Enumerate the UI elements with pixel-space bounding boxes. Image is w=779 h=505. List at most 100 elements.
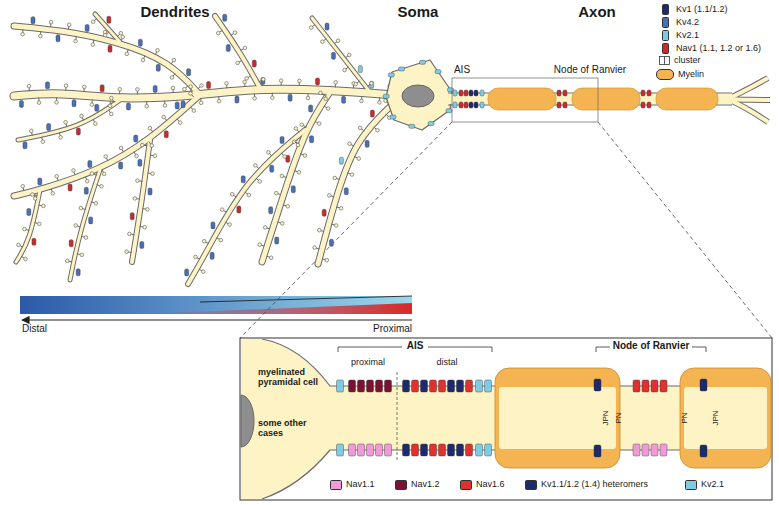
channel	[376, 444, 383, 456]
channel	[700, 445, 707, 457]
channel	[412, 444, 419, 456]
channel	[448, 444, 455, 456]
channel	[660, 444, 667, 456]
channel	[358, 66, 362, 73]
channel	[329, 239, 333, 246]
channel	[32, 238, 36, 245]
channel	[156, 64, 160, 71]
legend-swatch	[685, 480, 697, 490]
channel	[19, 100, 23, 107]
channel	[446, 109, 452, 113]
channel	[448, 380, 455, 392]
myelin-sheath	[656, 88, 718, 110]
section-heading: Dendrites	[140, 3, 209, 20]
channel	[651, 444, 658, 456]
channel	[56, 35, 60, 42]
channel	[464, 102, 468, 108]
channel	[660, 380, 667, 392]
channel	[309, 105, 313, 112]
channel	[459, 90, 463, 96]
label: JPN	[711, 410, 720, 425]
channel	[557, 102, 561, 108]
legend-swatch	[395, 480, 407, 490]
channel	[261, 77, 265, 84]
channel	[466, 444, 473, 456]
channel	[45, 82, 49, 89]
channel	[187, 69, 191, 76]
legend-text: Kv1 (1.1/1.2)	[676, 5, 728, 15]
channel	[210, 252, 214, 259]
channel	[367, 380, 374, 392]
channel	[594, 445, 601, 457]
legend-swatch	[662, 17, 669, 28]
channel	[469, 90, 473, 96]
channel	[399, 67, 405, 71]
channel	[119, 162, 123, 169]
channel	[390, 115, 396, 119]
channel	[435, 70, 441, 74]
label: Proximal	[373, 323, 412, 335]
channel	[288, 94, 292, 101]
channel	[457, 380, 464, 392]
legend-text: Myelin	[678, 70, 704, 80]
channel	[420, 60, 426, 64]
channel	[342, 96, 346, 103]
dendrite-tree	[14, 14, 395, 284]
channel	[385, 380, 392, 392]
channel	[68, 184, 72, 191]
channel	[641, 90, 645, 96]
channel	[38, 178, 42, 185]
legend-item: Nav1.1	[330, 480, 375, 490]
channel	[76, 269, 80, 276]
channel	[126, 103, 130, 110]
channel	[252, 60, 256, 67]
label: PN	[614, 412, 623, 423]
channel	[138, 39, 142, 46]
legend-text: Kv2.1	[676, 31, 699, 41]
gradient-bar	[20, 296, 412, 320]
channel	[403, 380, 410, 392]
channel	[485, 380, 492, 392]
channel	[383, 94, 389, 98]
legend-item: Kv1 (1.1/1.2)	[662, 4, 728, 15]
legend-text: Nav1 (1.1, 1.2 or 1.6)	[676, 44, 761, 54]
channel	[280, 137, 284, 144]
channel	[175, 102, 179, 109]
channel	[474, 102, 478, 108]
label: proximal	[351, 357, 385, 367]
legend-item: Kv2.1	[662, 30, 699, 41]
channel	[237, 206, 241, 213]
channel	[367, 444, 374, 456]
channel	[385, 444, 392, 456]
channel	[358, 380, 365, 392]
channel	[95, 104, 99, 111]
channel	[563, 102, 567, 108]
legend-text: Kv2.1	[701, 480, 724, 490]
myelin-sheath	[488, 88, 556, 110]
legend-swatch	[460, 480, 472, 490]
zoom-box	[452, 78, 598, 122]
legend-text: Kv4.2	[676, 18, 699, 28]
channel	[134, 135, 138, 142]
channel	[480, 90, 484, 96]
label: AIS	[407, 340, 424, 352]
label: PN	[680, 412, 689, 423]
channel	[594, 379, 601, 391]
channel	[647, 90, 651, 96]
myelin-sheath	[572, 88, 640, 110]
label: Distal	[22, 323, 47, 335]
channel	[365, 140, 369, 147]
channel	[322, 209, 326, 216]
channel	[459, 102, 463, 108]
channel	[185, 269, 189, 276]
channel	[474, 90, 478, 96]
legend-item: Nav1.6	[460, 480, 505, 490]
channel	[153, 85, 157, 92]
channel	[69, 240, 73, 247]
label: AIS	[454, 64, 470, 76]
legend-item: cluster	[659, 56, 701, 66]
label: JPN	[601, 410, 610, 425]
channel	[641, 102, 645, 108]
label: distal	[436, 357, 457, 367]
channel	[642, 444, 649, 456]
